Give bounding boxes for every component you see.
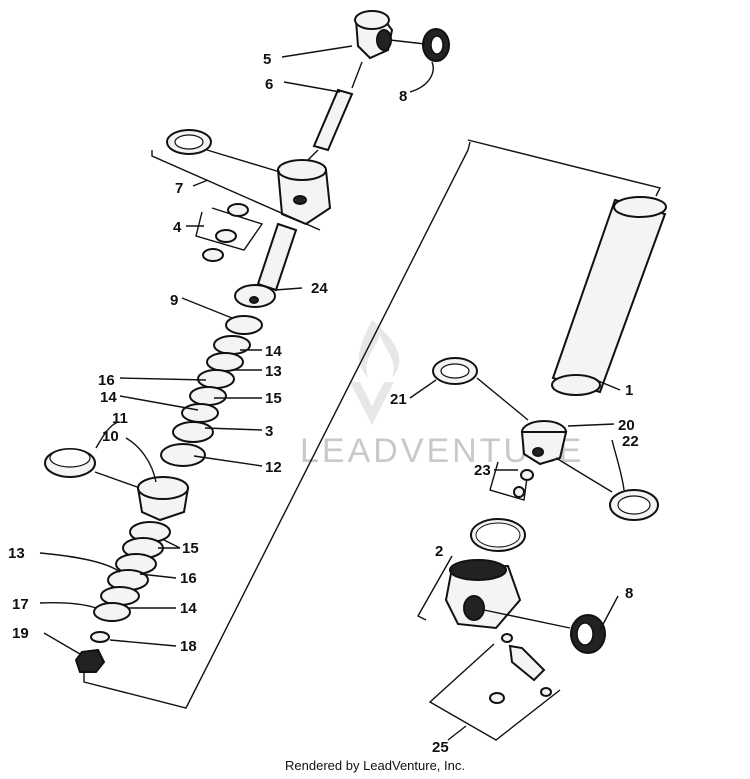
label-17: 17 (12, 596, 29, 613)
label-24: 24 (311, 280, 328, 297)
label-15-b: 15 (182, 540, 199, 557)
label-1: 1 (625, 382, 633, 399)
part-eye-end (354, 10, 394, 60)
label-7: 7 (175, 180, 183, 197)
label-8-bottom: 8 (625, 585, 633, 602)
part-piston-nut (234, 284, 276, 308)
label-5: 5 (263, 51, 271, 68)
label-3: 3 (265, 423, 273, 440)
label-8-top: 8 (399, 88, 407, 105)
washer-stack-lower (90, 521, 171, 643)
label-16-b: 16 (180, 570, 197, 587)
part-piston-rod (256, 222, 298, 292)
part-bushing-top (422, 28, 450, 62)
label-13-a: 13 (265, 363, 282, 380)
part-base-cap (444, 559, 522, 630)
part-shaft (312, 88, 354, 152)
label-11: 11 (112, 410, 128, 427)
footer-credit: Rendered by LeadVenture, Inc. (285, 758, 465, 773)
label-9: 9 (170, 292, 178, 309)
label-12: 12 (265, 459, 282, 476)
label-14-b: 14 (100, 389, 117, 406)
leader-lines (39, 45, 625, 741)
part-piston (136, 476, 190, 522)
part-lock-nut (74, 648, 106, 673)
label-4: 4 (173, 219, 182, 236)
part-ring-21 (432, 357, 478, 385)
label-20: 20 (618, 417, 635, 434)
label-22: 22 (622, 433, 639, 450)
label-13-b: 13 (8, 545, 25, 562)
label-10: 10 (102, 428, 119, 445)
part-small-pin-23 (513, 486, 525, 498)
part-base-valve (520, 420, 568, 466)
label-23: 23 (474, 462, 491, 479)
part-small-rings (202, 203, 249, 262)
label-6: 6 (265, 76, 273, 93)
label-15-a: 15 (265, 390, 282, 407)
label-19: 19 (12, 625, 29, 642)
part-band-ring (44, 448, 96, 478)
label-25: 25 (432, 739, 449, 756)
watermark-logo-icon (350, 320, 400, 425)
part-ring-22 (609, 489, 659, 521)
washer-stack-upper (160, 315, 263, 467)
label-14-a: 14 (265, 343, 282, 360)
part-seal-head (276, 159, 332, 226)
label-21: 21 (390, 391, 407, 408)
label-2: 2 (435, 543, 443, 560)
part-labels: 5 6 8 7 4 24 9 14 16 13 14 15 11 3 10 12… (8, 51, 639, 756)
part-bushing-bottom (570, 614, 606, 654)
part-small-ring-23 (520, 469, 534, 481)
part-valve-fittings (489, 633, 552, 704)
label-16-a: 16 (98, 372, 115, 389)
label-14-c: 14 (180, 600, 197, 617)
label-18: 18 (180, 638, 197, 655)
part-body-tube (551, 196, 667, 396)
